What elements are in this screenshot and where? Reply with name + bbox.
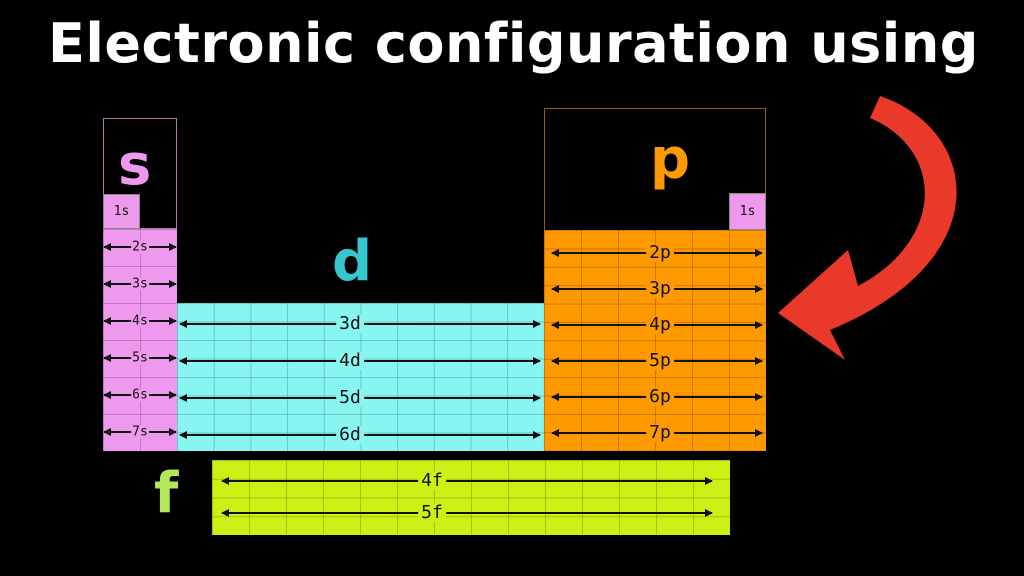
p-row-label: 4p: [646, 316, 674, 334]
d-row-label: 4d: [336, 352, 364, 370]
f-block-grid: [212, 460, 730, 535]
p-row-label: 6p: [646, 388, 674, 406]
p-block-1s: 1s: [729, 193, 766, 230]
page-title: Electronic configuration using: [48, 12, 979, 75]
d-row-label: 5d: [336, 389, 364, 407]
s-row-label: 4s: [131, 313, 149, 329]
s-block-header: [103, 118, 177, 229]
p-block-label: p: [650, 127, 691, 192]
s-block-1s: 1s: [103, 194, 140, 229]
d-block-label: d: [332, 229, 373, 294]
d-row-label: 6d: [336, 426, 364, 444]
s-row-label: 7s: [131, 424, 149, 440]
s-row-label: 5s: [131, 350, 149, 366]
s-row-label: 2s: [131, 239, 149, 255]
p-row-label: 3p: [646, 280, 674, 298]
s-row-label: 3s: [131, 276, 149, 292]
f-row-label: 5f: [418, 504, 446, 522]
p-row-label: 5p: [646, 352, 674, 370]
p-block-grid: [544, 230, 766, 451]
s-block-label: s: [118, 133, 152, 198]
s-block-grid: [103, 229, 177, 451]
f-row-label: 4f: [418, 472, 446, 490]
p-row-label: 2p: [646, 244, 674, 262]
d-row-label: 3d: [336, 315, 364, 333]
s-row-label: 6s: [131, 387, 149, 403]
p-row-label: 7p: [646, 424, 674, 442]
red-curved-arrow-icon: [778, 96, 957, 360]
f-block-label: f: [154, 461, 179, 526]
